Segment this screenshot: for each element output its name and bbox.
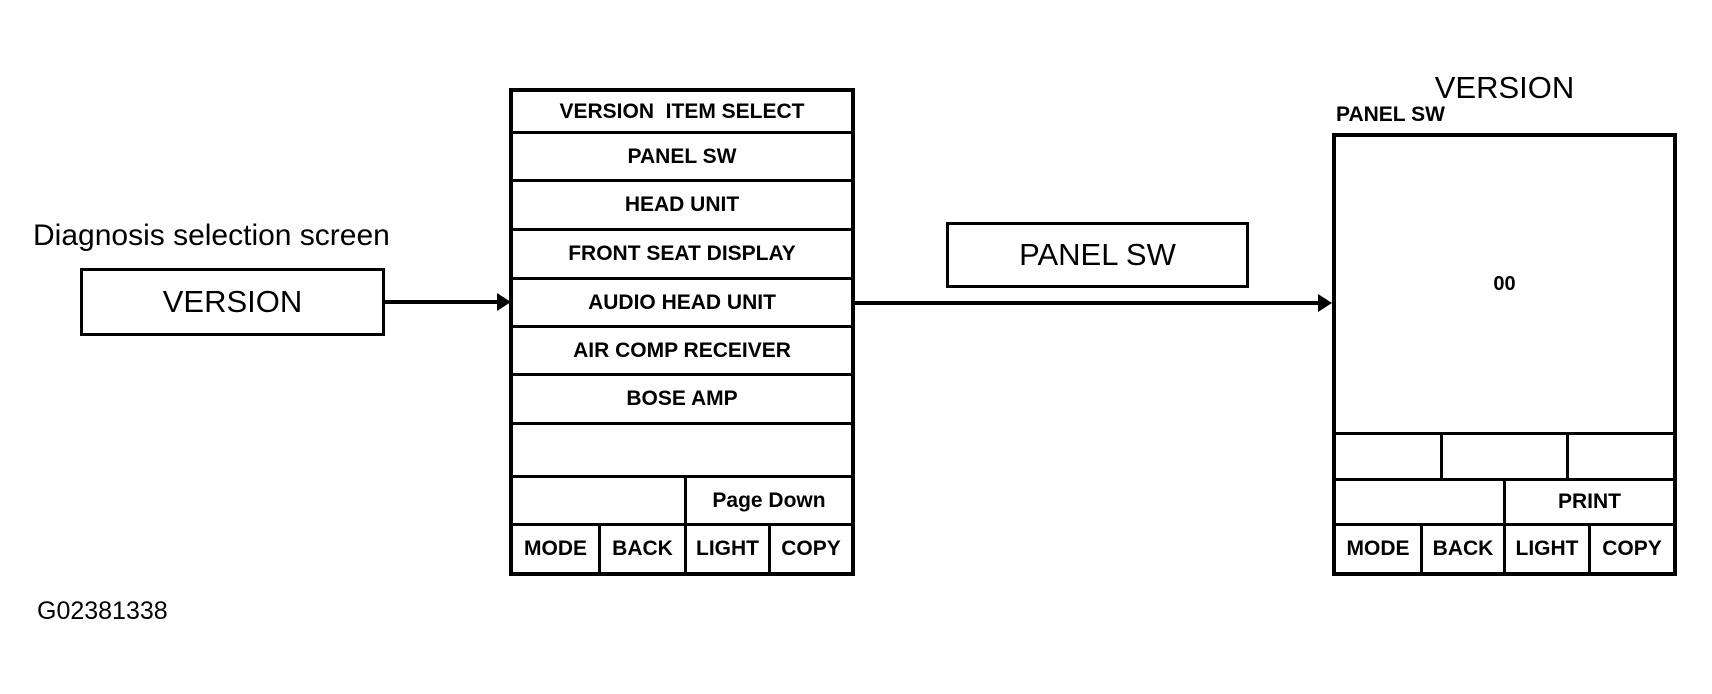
soft-key-blank-cell [1566,435,1673,478]
menu-item-row: AUDIO HEAD UNIT [513,277,851,325]
menu-item-row: FRONT SEAT DISPLAY [513,228,851,277]
soft-key-blank-cell [1440,435,1566,478]
mode-key: MODE [513,526,598,572]
hard-button-row: MODE BACK LIGHT COPY [1336,523,1673,572]
selected-item-box: PANEL SW [946,222,1249,288]
flow-arrow-version-to-menu-line [385,300,497,304]
display-area: 00 [1336,137,1673,432]
arrow-head-icon [497,293,511,311]
selected-item-label: PANEL SW [1019,237,1176,272]
panel-screen-title: VERSION [1434,70,1575,105]
soft-key-blank-cell [1336,435,1440,478]
menu-item-label: HEAD UNIT [624,193,740,216]
light-key: LIGHT [1503,526,1588,572]
back-key: BACK [598,526,684,572]
menu-item-label: BOSE AMP [626,387,738,410]
menu-item-label: FRONT SEAT DISPLAY [568,242,796,265]
mode-key-label: MODE [524,537,587,560]
arrow-head-icon [1318,294,1332,312]
flow-arrow-menu-to-panel-line [853,301,1318,305]
menu-item-label: AUDIO HEAD UNIT [588,290,776,314]
print-row: PRINT [1336,478,1673,523]
print-key: PRINT [1503,481,1673,523]
menu-item-row: HEAD UNIT [513,179,851,228]
panel-screen-subtitle: PANEL SW [1336,103,1445,126]
version-entry-label: VERSION [162,284,303,319]
light-key-label: LIGHT [1515,537,1579,560]
mode-key-label: MODE [1346,537,1410,560]
hard-button-row: MODE BACK LIGHT COPY [513,523,851,572]
menu-empty-row [513,422,851,475]
back-key-label: BACK [1432,537,1494,560]
copy-key: COPY [1588,526,1673,572]
soft-key-row [1336,432,1673,478]
light-key-label: LIGHT [696,537,759,560]
back-key: BACK [1420,526,1503,572]
menu-item-row: PANEL SW [513,131,851,179]
copy-key-label: COPY [1602,537,1662,560]
print-key-label: PRINT [1558,490,1621,513]
menu-item-label: PANEL SW [627,144,737,168]
version-entry-box: VERSION [80,268,385,336]
copy-key-label: COPY [781,537,841,560]
screen-header-label: VERSION ITEM SELECT [559,99,805,123]
page-down-label: Page Down [712,488,826,512]
version-item-select-screen: VERSION ITEM SELECT PANEL SW HEAD UNIT F… [509,88,855,576]
print-blank-cell [1336,481,1503,523]
mode-key: MODE [1336,526,1420,572]
display-value: 00 [1493,273,1516,295]
light-key: LIGHT [684,526,768,572]
back-key-label: BACK [612,537,673,560]
figure-id: G02381338 [37,597,168,625]
copy-key: COPY [768,526,851,572]
diagnosis-caption: Diagnosis selection screen [33,219,390,252]
menu-item-label: AIR COMP RECEIVER [573,338,791,362]
page-nav-row: Page Down [513,475,851,523]
menu-item-row: AIR COMP RECEIVER [513,325,851,373]
panel-sw-screen: 00 PRINT MODE BACK LIGHT COPY [1332,133,1677,576]
page-up-blank-cell [513,478,684,523]
page-down-key: Page Down [684,478,851,523]
menu-item-row: BOSE AMP [513,373,851,422]
screen-header-row: VERSION ITEM SELECT [513,92,851,131]
